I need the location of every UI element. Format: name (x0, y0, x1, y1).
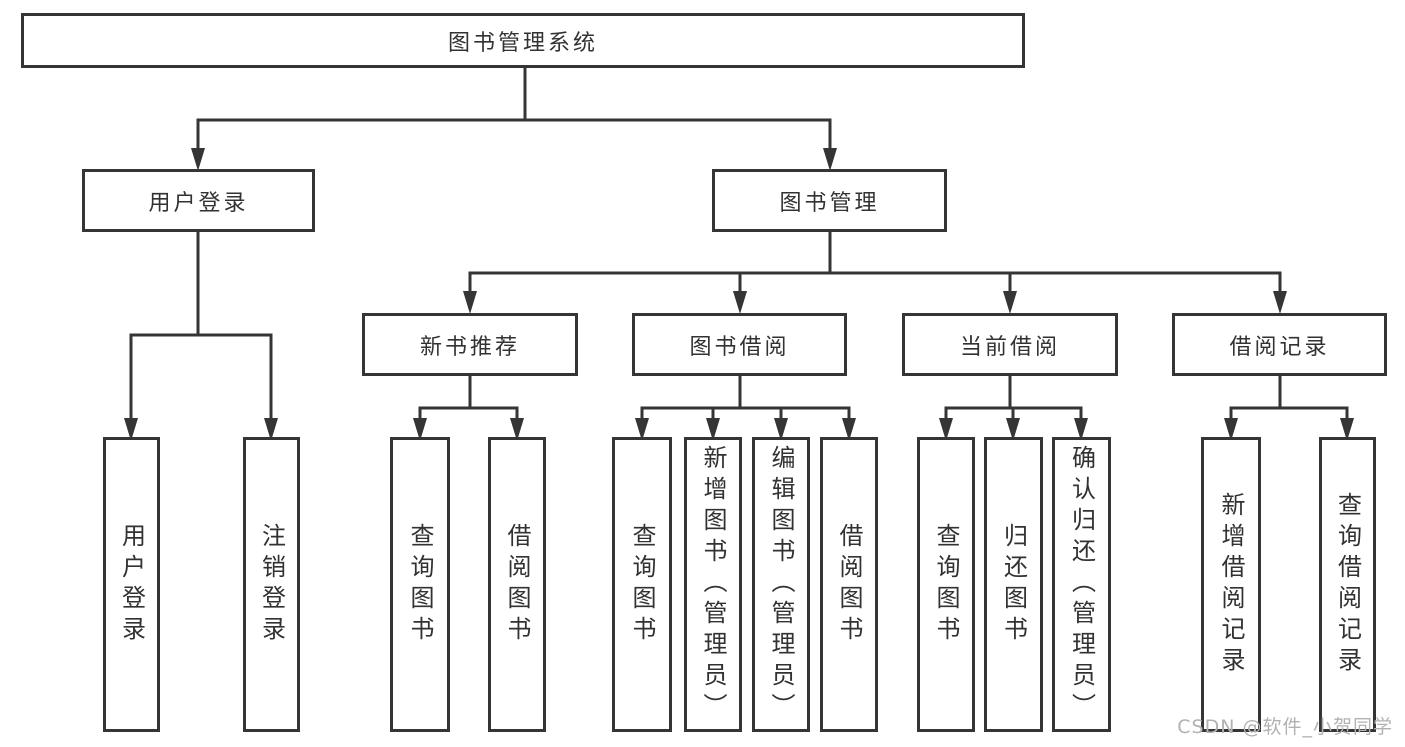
leaf-edit-books-admin: 编辑图书（管理员） (752, 437, 810, 732)
leaf-user-login: 用户登录 (103, 437, 160, 732)
node-book-borrow-label: 图书借阅 (689, 334, 790, 360)
node-new-book-recommend-label: 新书推荐 (419, 334, 520, 360)
node-borrow-record: 借阅记录 (1172, 313, 1387, 376)
node-current-borrow: 当前借阅 (902, 313, 1118, 376)
node-user-login: 用户登录 (82, 169, 315, 232)
leaf-query-borrow-record: 查询借阅记录 (1319, 437, 1376, 732)
leaf-borrow-books-1: 借阅图书 (488, 437, 546, 732)
leaf-query-books-1: 查询图书 (390, 437, 450, 732)
node-root-label: 图书管理系统 (447, 30, 598, 56)
leaf-query-books-3: 查询图书 (917, 437, 975, 732)
csdn-watermark: CSDN @软件_小贺同学 (1177, 716, 1393, 738)
node-book-borrow: 图书借阅 (632, 313, 847, 376)
leaf-confirm-return-admin: 确认归还（管理员） (1052, 437, 1111, 732)
arrowheads (124, 148, 1354, 441)
leaf-borrow-books-2-label: 借阅图书 (835, 522, 863, 647)
node-book-management-label: 图书管理 (779, 190, 880, 216)
node-user-login-label: 用户登录 (148, 190, 249, 216)
leaf-add-borrow-record: 新增借阅记录 (1201, 437, 1261, 732)
leaf-user-login-label: 用户登录 (117, 522, 146, 647)
leaf-logout-label: 注销登录 (257, 522, 286, 647)
node-new-book-recommend: 新书推荐 (362, 313, 578, 376)
leaf-edit-books-admin-label: 编辑图书（管理员） (767, 445, 795, 724)
node-borrow-record-label: 借阅记录 (1229, 334, 1330, 360)
leaf-confirm-return-admin-label: 确认归还（管理员） (1067, 445, 1096, 724)
leaf-borrow-books-1-label: 借阅图书 (503, 522, 531, 647)
node-current-borrow-label: 当前借阅 (959, 334, 1060, 360)
leaf-query-books-1-label: 查询图书 (406, 522, 434, 647)
leaf-query-books-2-label: 查询图书 (628, 522, 656, 647)
node-root: 图书管理系统 (21, 13, 1025, 68)
leaf-return-books: 归还图书 (984, 437, 1043, 732)
leaf-add-borrow-record-label: 新增借阅记录 (1217, 491, 1245, 678)
leaf-logout: 注销登录 (243, 437, 300, 732)
leaf-add-books-admin-label: 新增图书（管理员） (699, 445, 727, 724)
leaf-borrow-books-2: 借阅图书 (820, 437, 878, 732)
leaf-query-borrow-record-label: 查询借阅记录 (1333, 491, 1362, 678)
node-book-management: 图书管理 (712, 169, 947, 232)
leaf-return-books-label: 归还图书 (999, 522, 1028, 647)
leaf-add-books-admin: 新增图书（管理员） (684, 437, 742, 732)
leaf-query-books-2: 查询图书 (612, 437, 672, 732)
leaf-query-books-3-label: 查询图书 (932, 522, 960, 647)
